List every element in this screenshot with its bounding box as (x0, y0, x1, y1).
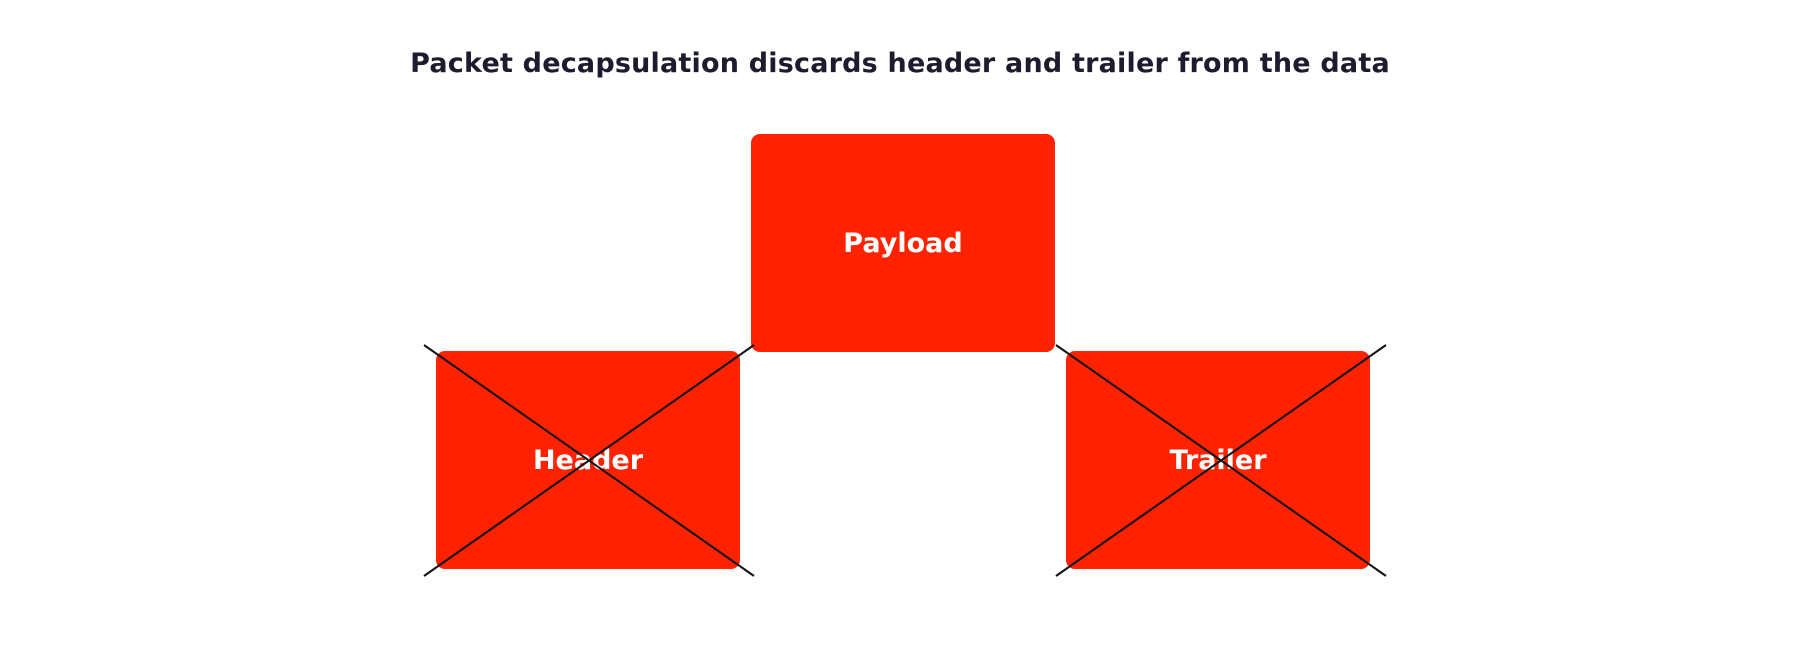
header-label: Header (532, 444, 644, 476)
payload-block: Payload (751, 134, 1055, 352)
trailer-block: Trailer (1066, 351, 1370, 569)
header-block: Header (436, 351, 740, 569)
trailer-label: Trailer (1169, 444, 1267, 476)
payload-label: Payload (843, 227, 963, 259)
diagram-title: Packet decapsulation discards header and… (410, 48, 1390, 79)
